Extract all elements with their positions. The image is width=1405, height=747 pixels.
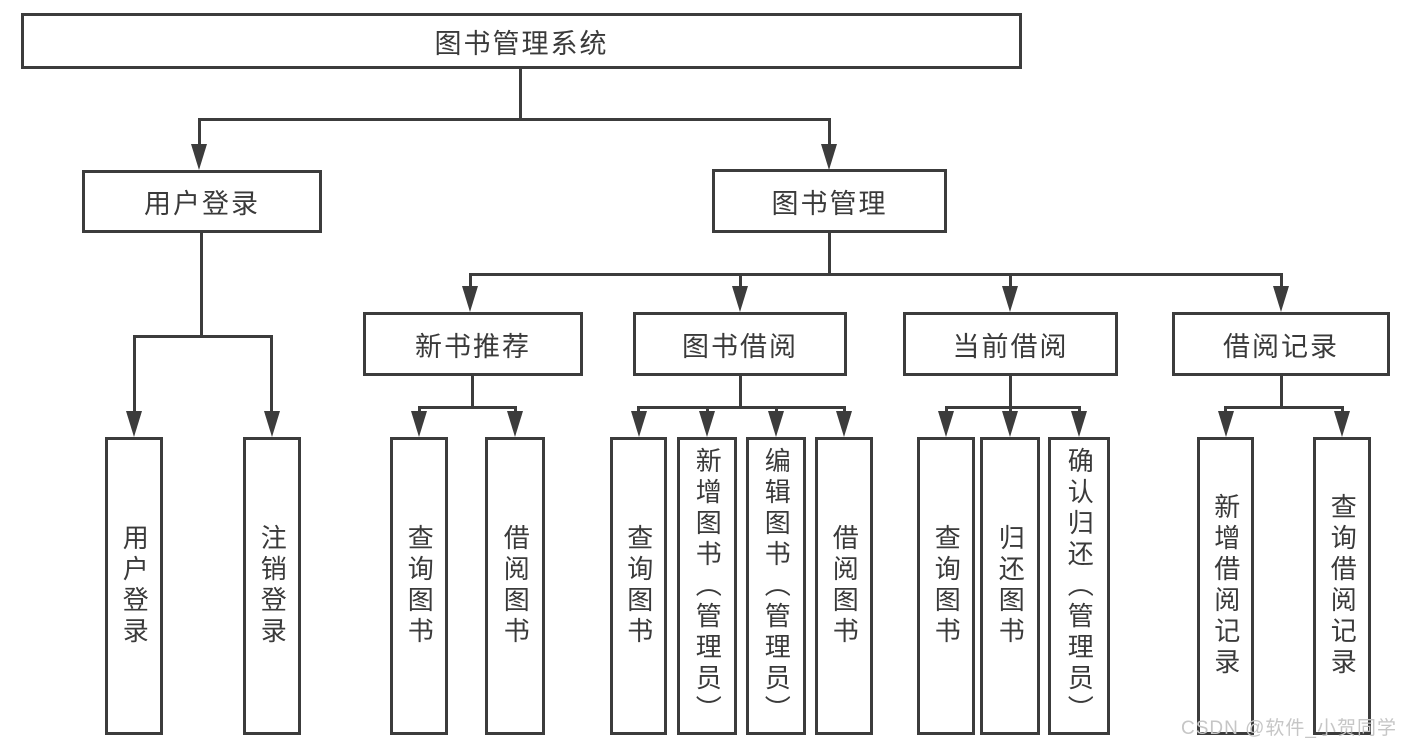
- connector-group-a-stem: [471, 376, 474, 406]
- node-user-login: 用户登录: [82, 170, 322, 233]
- node-current-borrowing: 当前借阅: [903, 312, 1118, 376]
- node-book-management: 图书管理: [712, 169, 947, 233]
- node-label: 当前借阅: [952, 331, 1069, 362]
- node-new-book-recommendation: 新书推荐: [363, 312, 583, 376]
- arrow-down-icon: [507, 411, 523, 437]
- arrow-down-icon: [1334, 411, 1350, 437]
- connector-book-management-split: [469, 273, 1281, 276]
- leaf-borrow-books: 借阅图书: [815, 437, 873, 735]
- connector-group-d-stem: [1280, 376, 1283, 406]
- leaf-query-borrow-record: 查询借阅记录: [1313, 437, 1371, 735]
- leaf-query-books-current: 查询图书: [917, 437, 975, 735]
- connector-to-leaf-user-login: [133, 335, 136, 415]
- leaf-label: 新增图书（管理员）: [692, 446, 723, 726]
- connector-group-d-split: [1224, 406, 1344, 409]
- leaf-query-books-borrow: 查询图书: [610, 437, 667, 735]
- arrow-down-icon: [768, 411, 784, 437]
- arrow-down-icon: [631, 411, 647, 437]
- node-borrowing-records: 借阅记录: [1172, 312, 1390, 376]
- connector-group-c-stem: [1009, 376, 1012, 406]
- connector-to-borrowing-records: [1280, 273, 1283, 289]
- arrow-down-icon: [836, 411, 852, 437]
- leaf-label: 查询图书: [404, 524, 435, 648]
- leaf-label: 确认归还（管理员）: [1064, 446, 1095, 726]
- leaf-add-books-admin: 新增图书（管理员）: [677, 437, 737, 735]
- arrow-down-icon: [732, 286, 748, 312]
- leaf-label: 注销登录: [257, 524, 288, 648]
- node-label: 新书推荐: [415, 331, 531, 362]
- arrow-down-icon: [191, 144, 207, 170]
- arrow-down-icon: [462, 286, 478, 312]
- connector-user-login-stem: [200, 233, 203, 335]
- arrow-down-icon: [699, 411, 715, 437]
- leaf-confirm-return-admin: 确认归还（管理员）: [1048, 437, 1110, 735]
- connector-book-management-stem: [828, 233, 831, 273]
- connector-root-split: [198, 118, 830, 121]
- connector-root-stem: [519, 69, 522, 118]
- connector-to-book-management: [828, 118, 831, 148]
- node-label: 图书借阅: [682, 331, 798, 362]
- arrow-down-icon: [411, 411, 427, 437]
- leaf-label: 查询图书: [931, 524, 962, 648]
- leaf-user-login: 用户登录: [105, 437, 163, 735]
- leaf-return-books: 归还图书: [980, 437, 1040, 735]
- connector-to-user-login: [198, 118, 201, 148]
- arrow-down-icon: [126, 411, 142, 437]
- arrow-down-icon: [1273, 286, 1289, 312]
- connector-to-new-book-recommendation: [469, 273, 472, 289]
- leaf-label: 用户登录: [119, 524, 150, 648]
- watermark: CSDN @软件_小贺同学: [1181, 718, 1397, 739]
- arrow-down-icon: [1218, 411, 1234, 437]
- connector-to-current-borrowing: [1009, 273, 1012, 289]
- leaf-label: 查询借阅记录: [1327, 493, 1358, 679]
- leaf-query-books-recommend: 查询图书: [390, 437, 448, 735]
- connector-group-b-stem: [739, 376, 742, 406]
- leaf-label: 新增借阅记录: [1210, 493, 1241, 679]
- leaf-borrow-books-recommend: 借阅图书: [485, 437, 545, 735]
- arrow-down-icon: [938, 411, 954, 437]
- leaf-label: 归还图书: [995, 524, 1026, 648]
- leaf-label: 查询图书: [623, 524, 654, 648]
- arrow-down-icon: [1002, 411, 1018, 437]
- leaf-logout: 注销登录: [243, 437, 301, 735]
- node-library-management-system: 图书管理系统: [21, 13, 1022, 69]
- connector-group-a-split: [418, 406, 517, 409]
- connector-group-b-split: [637, 406, 846, 409]
- connector-user-login-split: [133, 335, 273, 338]
- arrow-down-icon: [264, 411, 280, 437]
- leaf-label: 借阅图书: [829, 524, 860, 648]
- leaf-edit-books-admin: 编辑图书（管理员）: [746, 437, 806, 735]
- node-label: 用户登录: [144, 189, 260, 219]
- leaf-add-borrow-record: 新增借阅记录: [1197, 437, 1254, 735]
- connector-to-leaf-logout: [270, 335, 273, 415]
- node-label: 图书管理: [771, 188, 888, 219]
- connector-to-book-borrowing: [739, 273, 742, 289]
- node-book-borrowing: 图书借阅: [633, 312, 847, 376]
- arrow-down-icon: [1002, 286, 1018, 312]
- node-label: 图书管理系统: [434, 28, 609, 59]
- node-label: 借阅记录: [1223, 331, 1339, 362]
- leaf-label: 编辑图书（管理员）: [761, 446, 792, 726]
- arrow-down-icon: [1071, 411, 1087, 437]
- leaf-label: 借阅图书: [500, 524, 531, 648]
- connector-group-c-split: [945, 406, 1081, 409]
- arrow-down-icon: [821, 144, 837, 170]
